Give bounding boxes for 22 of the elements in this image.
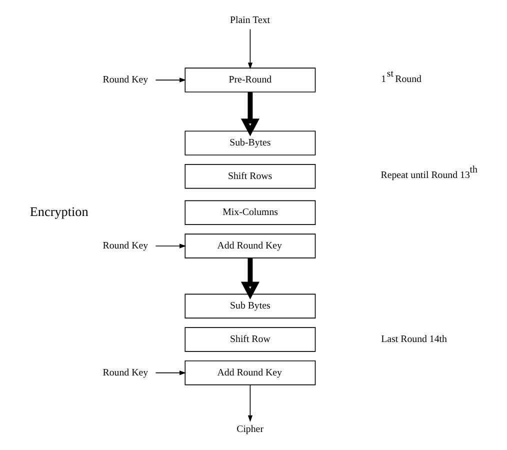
node-box: Add Round Key	[184, 234, 316, 258]
node-box: Sub Bytes	[184, 294, 316, 318]
label: Last Round 14th	[381, 334, 448, 346]
arrow	[155, 78, 186, 82]
node-box: Add Round Key	[184, 360, 316, 386]
node-box: Mix-Columns	[184, 200, 316, 225]
arrow	[248, 384, 253, 422]
arrow	[240, 92, 260, 136]
node-box: Shift Rows	[184, 164, 316, 189]
node-box: Pre-Round	[184, 68, 316, 92]
label: Encryption	[30, 204, 88, 219]
node-text: Cipher	[236, 424, 264, 436]
node-box: Shift Row	[184, 327, 316, 352]
arrow	[155, 244, 186, 248]
node-text: Plain Text	[230, 14, 270, 26]
arrow	[240, 258, 260, 300]
node-text: Round Key	[102, 367, 148, 378]
node-text: Round Key	[102, 240, 148, 252]
arrow	[155, 370, 186, 376]
node-text: Round Key	[102, 74, 148, 86]
node-box: Sub-Bytes	[184, 130, 316, 156]
arrow	[248, 28, 253, 70]
